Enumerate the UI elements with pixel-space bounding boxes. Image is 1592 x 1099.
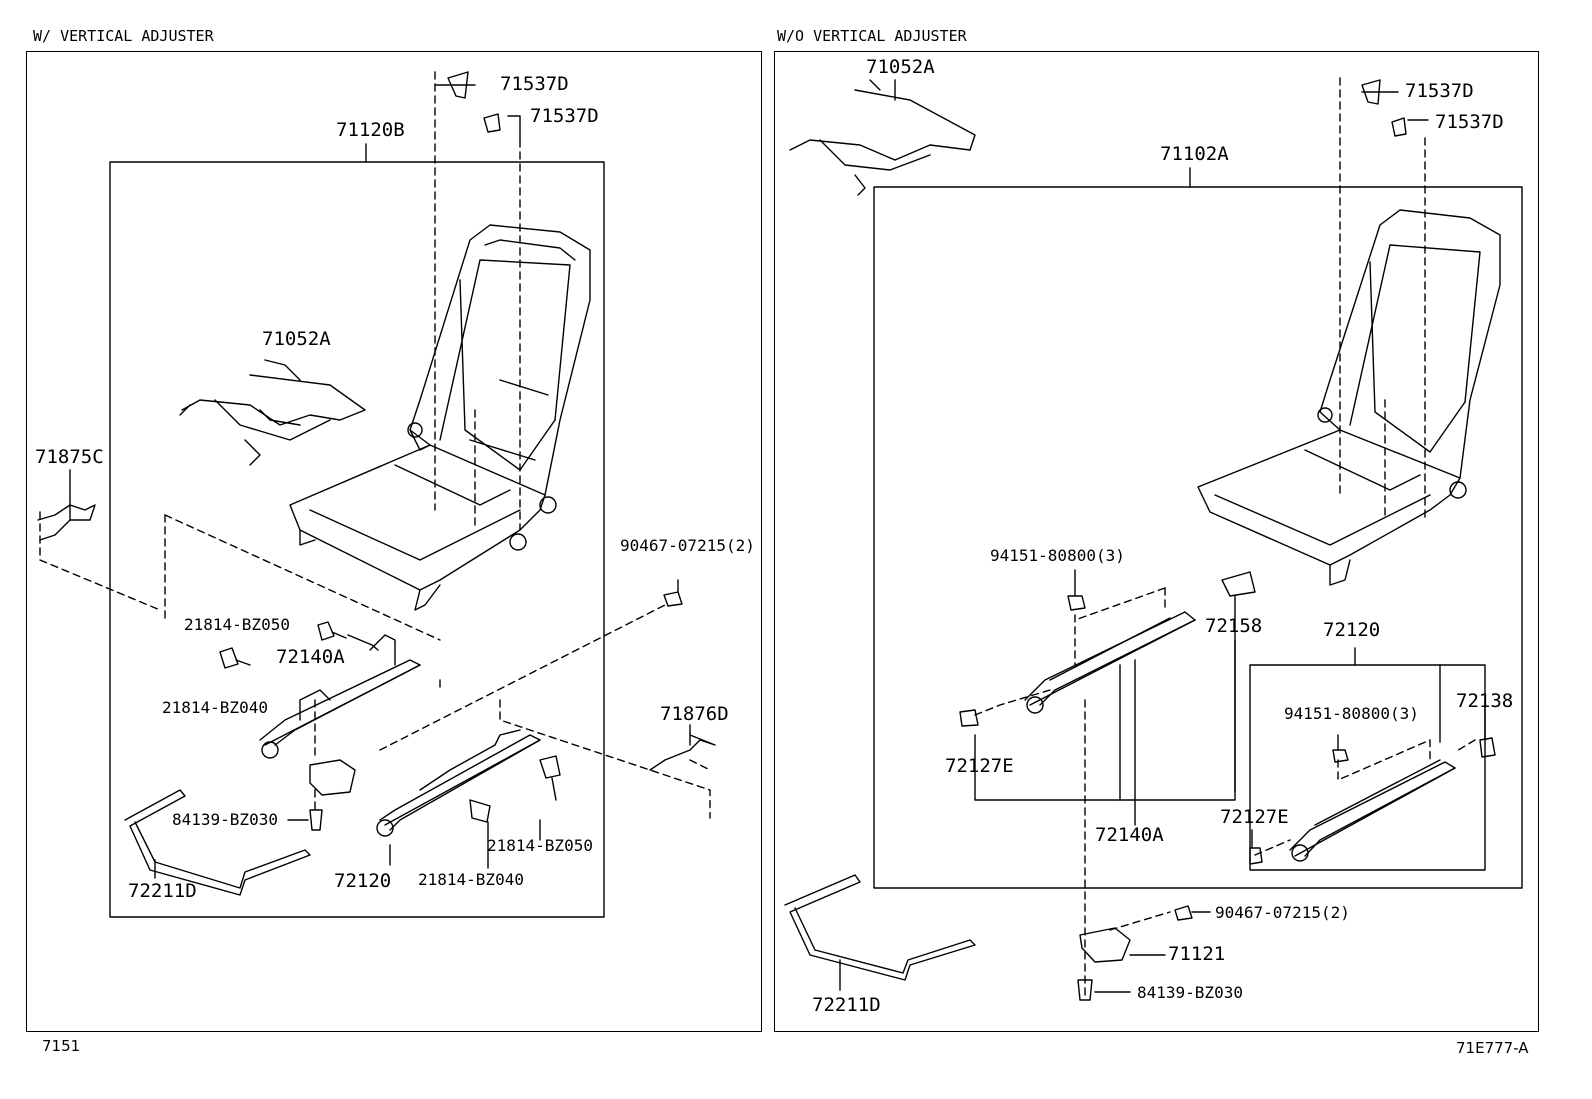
label-71121: 71121 — [1168, 943, 1226, 965]
wire-72211d-left-drawing — [124, 789, 311, 896]
label-72158: 72158 — [1205, 615, 1263, 637]
label-84139-left: 84139-BZ030 — [172, 810, 278, 829]
clip-84139-left — [309, 809, 323, 831]
label-21814-bz050-left-b: 21814-BZ050 — [487, 836, 593, 855]
label-72120-left: 72120 — [334, 870, 392, 892]
spring-71052a-left-drawing — [179, 359, 366, 466]
label-94151-right-a: 94151-80800(3) — [990, 546, 1125, 565]
bolt-21814-bz040-left-a — [219, 647, 251, 669]
wire-72211d-right-drawing — [784, 874, 976, 981]
rail-72120-left-drawing — [376, 729, 541, 837]
label-71876d: 71876D — [660, 703, 729, 725]
seat-frame-right-drawing — [1197, 209, 1501, 586]
spring-71052a-right-drawing — [789, 79, 976, 196]
label-84139-right: 84139-BZ030 — [1137, 983, 1243, 1002]
assembly-box-71120b — [109, 143, 605, 918]
cover-71537d-left-2 — [483, 113, 501, 133]
label-90467-left: 90467-07215(2) — [620, 536, 755, 555]
label-72140a-right: 72140A — [1095, 824, 1164, 846]
label-72140a-left: 72140A — [276, 646, 345, 668]
bolt-90467-left — [663, 579, 683, 607]
bolt-21814-bz050-left-b — [539, 755, 561, 801]
bracket-72138-drawing — [1479, 737, 1496, 758]
label-94151-right-b: 94151-80800(3) — [1284, 704, 1419, 723]
nut-94151-right-a — [1067, 595, 1086, 611]
bracket-71875c-drawing — [37, 499, 96, 541]
footer-right-code: 71E777-A — [1456, 1039, 1529, 1057]
label-71102a: 71102A — [1160, 143, 1229, 165]
label-72127e-right-a: 72127E — [945, 755, 1014, 777]
label-71537d-right-top: 71537D — [1405, 80, 1474, 102]
label-72211d-left: 72211D — [128, 880, 197, 902]
label-72138: 72138 — [1456, 690, 1514, 712]
assembly-box-72120-right — [1249, 647, 1486, 871]
nut-94151-right-b — [1332, 749, 1349, 763]
bracket-71121-drawing — [1079, 927, 1131, 963]
label-71052a-left: 71052A — [262, 328, 331, 350]
label-72120-right: 72120 — [1323, 619, 1381, 641]
assembly-box-71102a — [873, 167, 1523, 889]
left-panel-header: W/ VERTICAL ADJUSTER — [33, 27, 214, 45]
label-21814-bz040-left-a: 21814-BZ040 — [162, 698, 268, 717]
label-72127e-right-b: 72127E — [1220, 806, 1289, 828]
label-71537d-left-top: 71537D — [500, 73, 569, 95]
label-71052a-right: 71052A — [866, 56, 935, 78]
seat-frame-left-drawing — [289, 224, 591, 611]
label-71537d-left-2: 71537D — [530, 105, 599, 127]
cover-71537d-left-top — [447, 71, 469, 99]
clip-84139-right — [1077, 979, 1093, 1001]
label-21814-bz050-left-a: 21814-BZ050 — [184, 615, 290, 634]
cover-71537d-right-2 — [1391, 117, 1407, 137]
left-panel — [26, 51, 762, 1032]
label-72211d-right: 72211D — [812, 994, 881, 1016]
bolt-21814-bz040-left-b — [469, 799, 491, 823]
label-21814-bz040-left-b: 21814-BZ040 — [418, 870, 524, 889]
footer-left-code: 7151 — [42, 1037, 81, 1055]
bolt-90467-right — [1174, 905, 1193, 921]
clip-72127e-right-a — [959, 709, 979, 727]
label-71120b: 71120B — [336, 119, 405, 141]
bracket-left-under-rail — [309, 759, 356, 796]
clip-72127e-right-b — [1249, 847, 1263, 865]
label-71537d-right-2: 71537D — [1435, 111, 1504, 133]
right-panel — [774, 51, 1539, 1032]
rail-72140a-left-drawing — [259, 634, 421, 759]
label-71875c: 71875C — [35, 446, 104, 468]
right-panel-header: W/O VERTICAL ADJUSTER — [777, 27, 967, 45]
rail-72120-right-drawing — [1289, 759, 1456, 862]
bracket-71876d-drawing — [649, 724, 716, 771]
bolt-21814-bz050-left-a — [317, 621, 347, 641]
rail-72140a-right-drawing — [1024, 611, 1196, 714]
cover-71537d-right-top — [1361, 79, 1381, 105]
label-90467-right: 90467-07215(2) — [1215, 903, 1350, 922]
bracket-72158-drawing — [1221, 571, 1256, 597]
